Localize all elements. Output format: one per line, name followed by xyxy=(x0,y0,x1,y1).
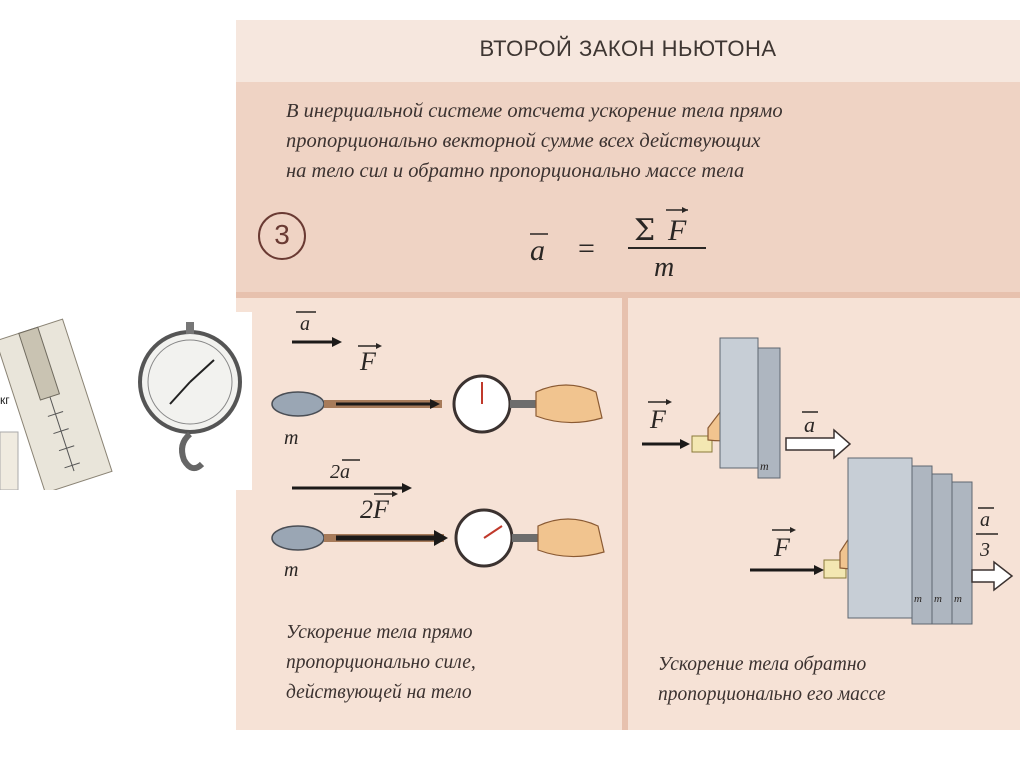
title-band: ВТОРОЙ ЗАКОН НЬЮТОНА xyxy=(236,20,1020,82)
mass-label: m xyxy=(954,593,962,605)
arrow-head-icon xyxy=(682,207,688,213)
formula-mass-symbol: m xyxy=(654,252,674,280)
force-label: 2F xyxy=(360,495,390,524)
right-illustration: F m a F m m m xyxy=(628,298,1020,638)
left-caption: Ускорение тела прямо пропорционально сил… xyxy=(286,618,606,708)
accel-arrow-icon xyxy=(972,562,1012,590)
right-panel: F m a F m m m xyxy=(628,298,1020,730)
hand-icon xyxy=(536,385,602,423)
block-icon xyxy=(720,338,758,468)
dynamometer-photo xyxy=(0,312,252,490)
dynamometer-photo-image xyxy=(0,312,252,490)
caption-line: Ускорение тела прямо xyxy=(286,618,606,648)
mass-label: m xyxy=(284,559,298,581)
mass-label: m xyxy=(284,427,298,449)
caption-line: действующей на тело xyxy=(286,678,606,708)
hand-icon xyxy=(538,519,604,557)
accel-label: a xyxy=(300,313,310,335)
formula-number-badge: 3 xyxy=(258,212,306,260)
caption-line: пропорционально его массе xyxy=(658,680,1018,710)
law-statement: В инерциальной системе отсчета ускорение… xyxy=(286,96,1006,186)
formula-equals: = xyxy=(578,232,595,265)
left-illustration: a F m 2a 2F xyxy=(236,298,622,608)
page-title: ВТОРОЙ ЗАКОН НЬЮТОНА xyxy=(236,36,1020,62)
mass-label: m xyxy=(934,593,942,605)
accel-label: 2a xyxy=(330,461,350,483)
newton-law-poster: ВТОРОЙ ЗАКОН НЬЮТОНА В инерциальной сист… xyxy=(236,20,1020,730)
formula: a = Σ F m xyxy=(516,200,736,280)
law-statement-box: В инерциальной системе отсчета ускорение… xyxy=(236,82,1020,298)
mass-label: m xyxy=(760,459,769,473)
accel-fraction-numerator: a xyxy=(980,509,990,531)
formula-sum-symbol: Σ xyxy=(634,213,655,248)
force-label: F xyxy=(649,405,667,434)
formula-force-symbol: F xyxy=(667,214,687,247)
right-caption: Ускорение тела обратно пропорционально е… xyxy=(658,650,1018,710)
left-panel: a F m 2a 2F xyxy=(236,298,622,730)
force-label: F xyxy=(359,347,377,376)
caption-line: пропорционально силе, xyxy=(286,648,606,678)
formula-accel-symbol: a xyxy=(530,234,545,267)
statement-line: пропорционально векторной сумме всех дей… xyxy=(286,126,1006,156)
accel-fraction-denominator: 3 xyxy=(979,539,990,561)
statement-line: на тело сил и обратно пропорционально ма… xyxy=(286,156,1006,186)
caption-line: Ускорение тела обратно xyxy=(658,650,1018,680)
block-icon xyxy=(848,458,912,618)
mass-label: m xyxy=(914,593,922,605)
mass-disk-icon xyxy=(272,526,324,550)
accel-arrow-icon xyxy=(786,430,850,458)
photo-unit-label: кг xyxy=(0,393,10,407)
force-label: F xyxy=(773,533,791,562)
statement-line: В инерциальной системе отсчета ускорение… xyxy=(286,96,1006,126)
mass-disk-icon xyxy=(272,392,324,416)
accel-label: a xyxy=(804,412,815,437)
